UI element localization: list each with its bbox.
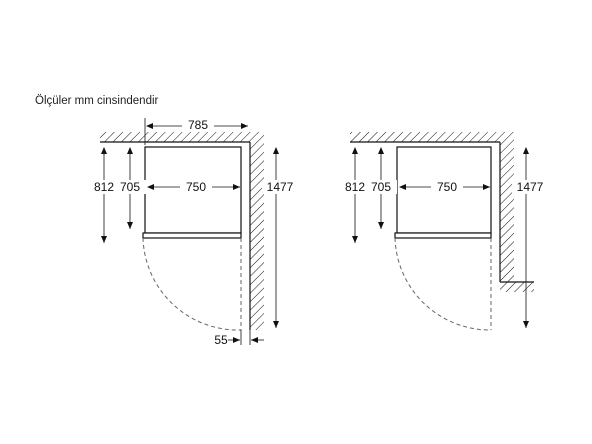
left-gap-label: 55: [214, 333, 228, 347]
right-top-wall: [350, 132, 500, 142]
left-height-side-label: 1477: [267, 180, 294, 194]
right-height-side-label: 1477: [517, 180, 544, 194]
right-side-wall: [500, 132, 514, 282]
right-ledge: [500, 282, 534, 292]
left-depth-outer-label: 812: [94, 180, 114, 194]
left-diagram: 785 812 705 750 1477 55: [88, 118, 296, 347]
right-width-inner-label: 750: [437, 180, 457, 194]
left-side-wall: [250, 132, 264, 330]
right-depth-outer-label: 812: [345, 180, 365, 194]
right-diagram: 812 705 750 1477: [339, 132, 546, 331]
left-depth-inner-label: 705: [120, 180, 140, 194]
left-top-wall: [100, 132, 250, 142]
units-note: Ölçüler mm cinsindendir: [35, 95, 159, 107]
right-depth-inner-label: 705: [371, 180, 391, 194]
left-door-swing: [142, 237, 242, 331]
right-door: [394, 232, 492, 239]
left-width-total-label: 785: [188, 118, 208, 132]
left-door: [142, 232, 242, 239]
left-width-inner-label: 750: [186, 180, 206, 194]
right-door-swing: [394, 237, 492, 331]
